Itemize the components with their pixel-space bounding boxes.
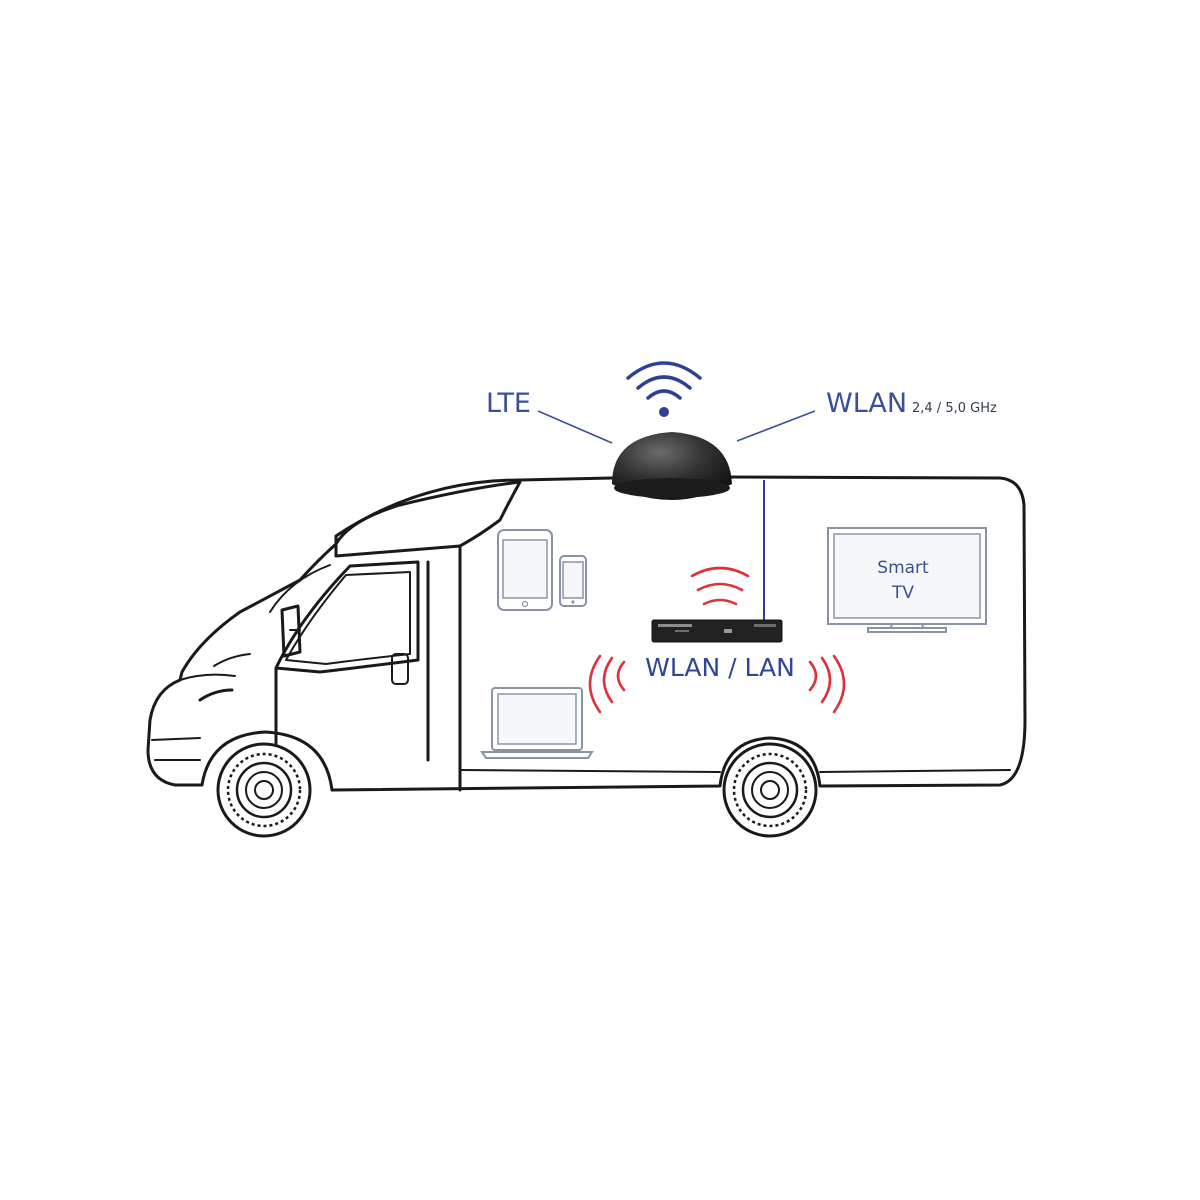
antenna-dome-icon (612, 432, 732, 500)
lte-label: LTE (486, 388, 531, 419)
tv-label-line1: Smart (877, 558, 929, 578)
wlan-label: WLAN (826, 388, 907, 419)
smart-tv-icon: Smart TV (827, 527, 987, 633)
wlan-bands-label: 2,4 / 5,0 GHz (912, 401, 997, 416)
wifi-signal-icon (626, 361, 702, 417)
wlan-lan-label: WLAN / LAN (645, 653, 795, 682)
router-signal-waves-left (588, 654, 626, 714)
tablet-icon (497, 529, 553, 611)
tv-label-line2: TV (891, 583, 914, 603)
front-wheel (216, 742, 312, 838)
router-icon (651, 619, 783, 643)
lte-connector-line (537, 410, 613, 444)
rear-wheel (722, 742, 818, 838)
router-signal-waves-right (808, 654, 846, 714)
camper-van (146, 475, 1027, 792)
phone-icon (559, 555, 587, 607)
router-signal-waves-top (690, 566, 750, 606)
wlan-connector-line (736, 410, 816, 442)
laptop-icon (480, 687, 594, 759)
